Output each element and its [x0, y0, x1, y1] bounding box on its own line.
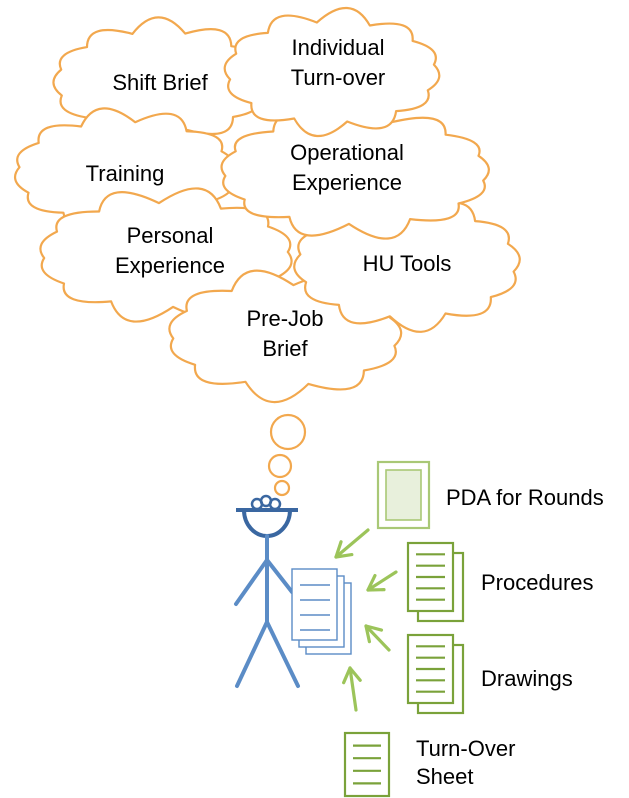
cloud-label-individual-turnover: Individual	[292, 35, 385, 60]
papers-icon	[291, 568, 352, 655]
arrow-icon	[364, 624, 391, 652]
thought-bubbles	[267, 413, 307, 497]
cloud-label-pre-job-brief: Pre-Job	[246, 306, 323, 331]
cloud-label-personal-experience: Experience	[115, 253, 225, 278]
thought-clouds	[13, 6, 521, 404]
pda-icon	[376, 460, 431, 530]
resource-label-drawings: Drawings	[481, 666, 573, 691]
thought-bubble	[273, 479, 291, 497]
resources	[343, 460, 465, 798]
arrow-head	[366, 573, 386, 592]
cloud-label-personal-experience: Personal	[127, 223, 214, 248]
arrow-shaft	[366, 570, 398, 592]
arrow-shaft	[348, 666, 358, 712]
stick-figure-limb	[235, 620, 269, 688]
cloud-label-operational-experience: Operational	[290, 140, 404, 165]
arrow-head	[364, 624, 384, 644]
thought-bubble	[267, 453, 293, 479]
document-sheet	[343, 731, 391, 798]
resource-label-procedures: Procedures	[481, 570, 594, 595]
cloud-personal-experience	[39, 187, 293, 323]
arrow-icon	[334, 528, 370, 559]
stick-figure-icon	[234, 494, 352, 688]
arrows	[334, 528, 398, 712]
cloud-label-hu-tools: HU Tools	[363, 251, 452, 276]
cloud-label-individual-turnover: Turn-over	[291, 65, 386, 90]
document-stack-icon	[406, 633, 465, 715]
thought-bubble	[269, 413, 307, 451]
paper-sheet	[291, 568, 338, 641]
cloud-operational-experience	[220, 101, 490, 240]
pda-screen	[385, 469, 422, 521]
arrow-head	[334, 540, 354, 559]
resource-label-pda: PDA for Rounds	[446, 485, 604, 510]
arrow-shaft	[364, 624, 391, 652]
stick-figure-limb	[265, 620, 300, 688]
hard-hat-icon	[242, 509, 292, 538]
hard-hat-dot	[268, 497, 282, 511]
resource-label-turnover-sheet: Sheet	[416, 764, 474, 789]
cloud-individual-turnover	[223, 6, 441, 138]
arrow-icon	[366, 570, 398, 592]
arrow-head	[342, 666, 362, 685]
document-icon	[343, 731, 391, 798]
cloud-label-training: Training	[86, 161, 165, 186]
cloud-label-operational-experience: Experience	[292, 170, 402, 195]
stick-figure-limb	[234, 558, 269, 606]
cloud-label-pre-job-brief: Brief	[262, 336, 308, 361]
stick-figure-limb	[265, 558, 294, 594]
arrow-icon	[342, 666, 362, 712]
resource-label-turnover-sheet: Turn-Over	[416, 736, 515, 761]
document-stack-icon	[406, 541, 465, 623]
cloud-label-shift-brief: Shift Brief	[112, 70, 208, 95]
labels: Shift BriefTrainingPersonalExperiencePre…	[86, 35, 604, 789]
arrow-shaft	[334, 528, 370, 559]
